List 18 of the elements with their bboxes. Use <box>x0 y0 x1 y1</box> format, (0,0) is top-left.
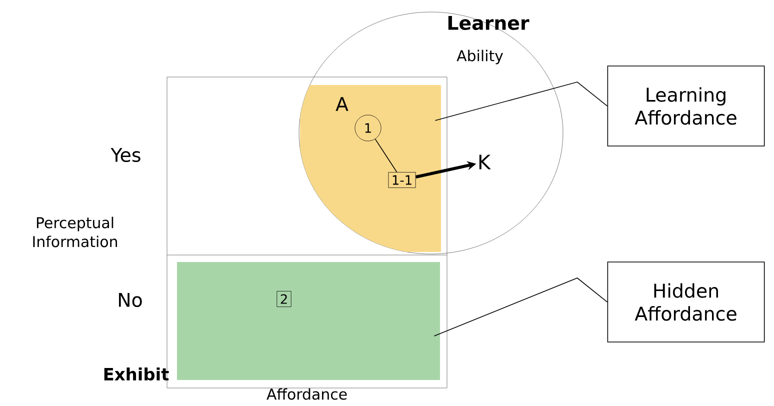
heading: Affordance <box>266 388 347 400</box>
axis-label: Yes <box>110 148 140 162</box>
label-box: Hidden Affordance <box>607 262 765 342</box>
highlight-area <box>177 262 440 380</box>
highlight-area <box>300 85 441 252</box>
connector-line <box>374 138 398 172</box>
leader-line <box>434 82 608 121</box>
heading: Ability <box>456 50 503 64</box>
point-label: K <box>479 154 491 170</box>
leader-line <box>434 278 608 336</box>
point-label: A <box>336 97 348 111</box>
number-box: 2 <box>276 291 292 307</box>
heading: Exhibit <box>104 367 169 381</box>
number-box: 1-1 <box>388 172 416 188</box>
heading: Learner <box>448 16 530 30</box>
label-box: Learning Affordance <box>607 66 765 146</box>
axis-label: Perceptual Information <box>33 216 117 248</box>
axis-label: No <box>119 292 142 308</box>
